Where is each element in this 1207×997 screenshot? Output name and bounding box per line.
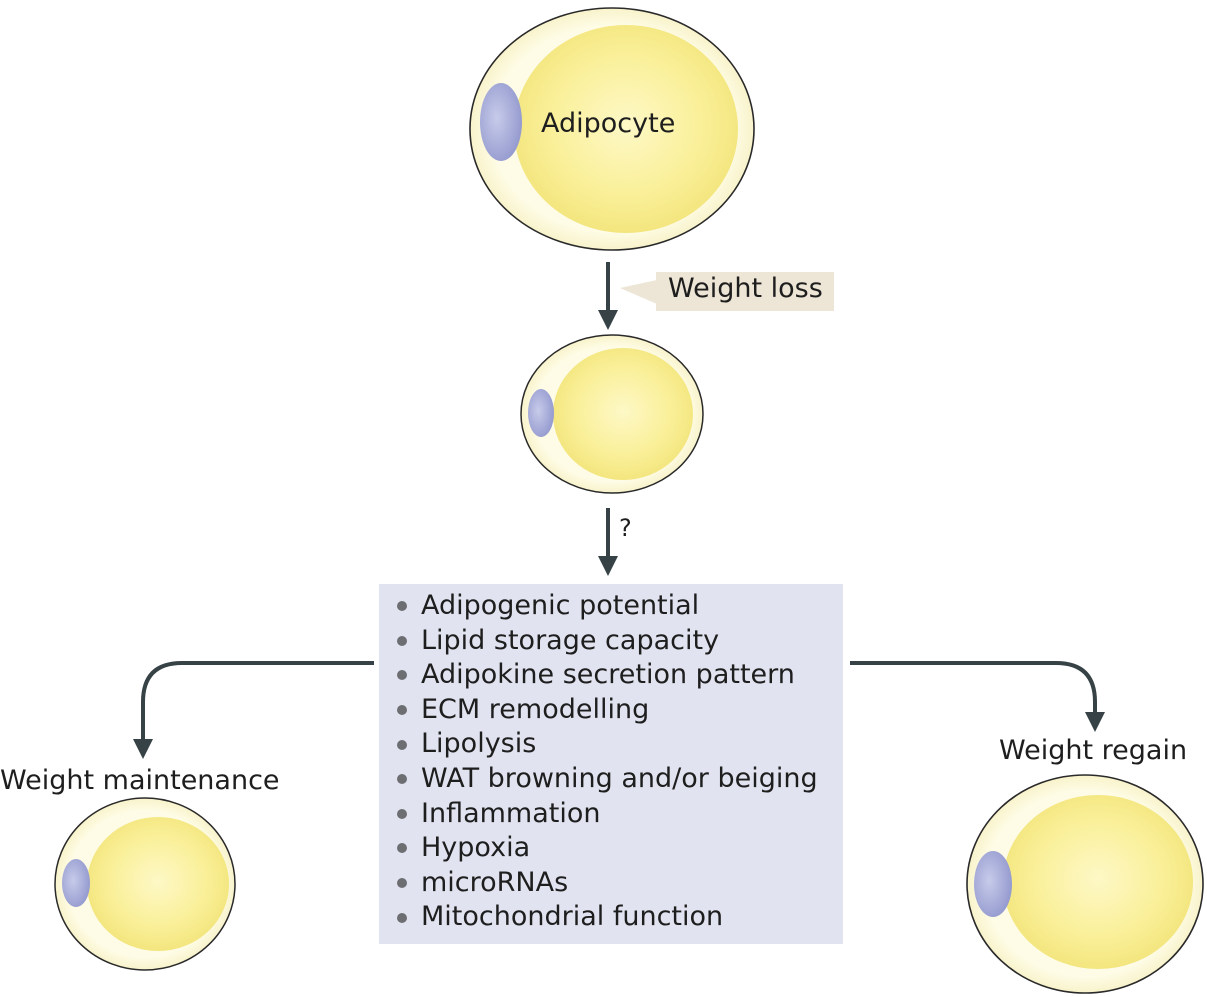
bullet-icon (397, 843, 407, 854)
bullet-icon (397, 878, 407, 889)
factor-item: WAT browning and/or beiging (397, 762, 818, 797)
lipid-droplet (553, 348, 693, 480)
adipocyte-label: Adipocyte (541, 108, 676, 139)
factor-text: Mitochondrial function (421, 901, 724, 933)
bullet-icon (397, 739, 407, 750)
factor-item: Mitochondrial function (397, 900, 818, 935)
nucleus (974, 851, 1012, 917)
factor-item: Adipokine secretion pattern (397, 658, 818, 693)
bullet-icon (397, 601, 407, 612)
adipocyte-large (469, 7, 755, 251)
factor-item: Hypoxia (397, 831, 818, 866)
bullet-icon (397, 705, 407, 716)
factor-text: Hypoxia (421, 832, 531, 864)
factor-text: ECM remodelling (421, 693, 650, 725)
bullet-icon (397, 670, 407, 681)
nucleus (480, 83, 522, 161)
weight-loss-tag-pointer (620, 280, 657, 304)
weight-regain-label: Weight regain (999, 735, 1188, 766)
factor-text: WAT browning and/or beiging (421, 762, 818, 794)
weight-loss-label: Weight loss (668, 273, 823, 304)
factor-text: microRNAs (421, 866, 569, 898)
weight-maintenance-label: Weight maintenance (0, 765, 280, 796)
factor-list: Adipogenic potential Lipid storage capac… (397, 589, 818, 935)
factor-text: Inflammation (421, 797, 601, 829)
factor-item: Lipolysis (397, 727, 818, 762)
lipid-droplet (87, 817, 229, 951)
adipocyte-maintenance (54, 797, 236, 971)
adipocyte-shrunken (520, 334, 704, 494)
factor-text: Adipokine secretion pattern (421, 659, 795, 691)
nucleus (62, 859, 90, 907)
maintenance-arrow (133, 661, 374, 759)
factor-text: Lipolysis (421, 728, 537, 760)
bullet-icon (397, 774, 407, 785)
regain-arrow (850, 661, 1105, 732)
factor-item: Lipid storage capacity (397, 624, 818, 659)
lipid-droplet (1003, 795, 1193, 969)
factor-item: microRNAs (397, 866, 818, 901)
lipid-droplet (514, 25, 738, 233)
factor-box (379, 584, 843, 944)
factor-text: Lipid storage capacity (421, 624, 720, 656)
factor-item: ECM remodelling (397, 693, 818, 728)
bullet-icon (397, 808, 407, 819)
factor-item: Adipogenic potential (397, 589, 818, 624)
nucleus (528, 389, 554, 437)
factor-item: Inflammation (397, 797, 818, 832)
bullet-icon (397, 912, 407, 923)
factor-text: Adipogenic potential (421, 590, 700, 621)
adipocyte-regain (966, 774, 1204, 994)
bullet-icon (397, 635, 407, 646)
question-mark-label: ? (619, 514, 632, 542)
weight-loss-tag (656, 272, 834, 311)
